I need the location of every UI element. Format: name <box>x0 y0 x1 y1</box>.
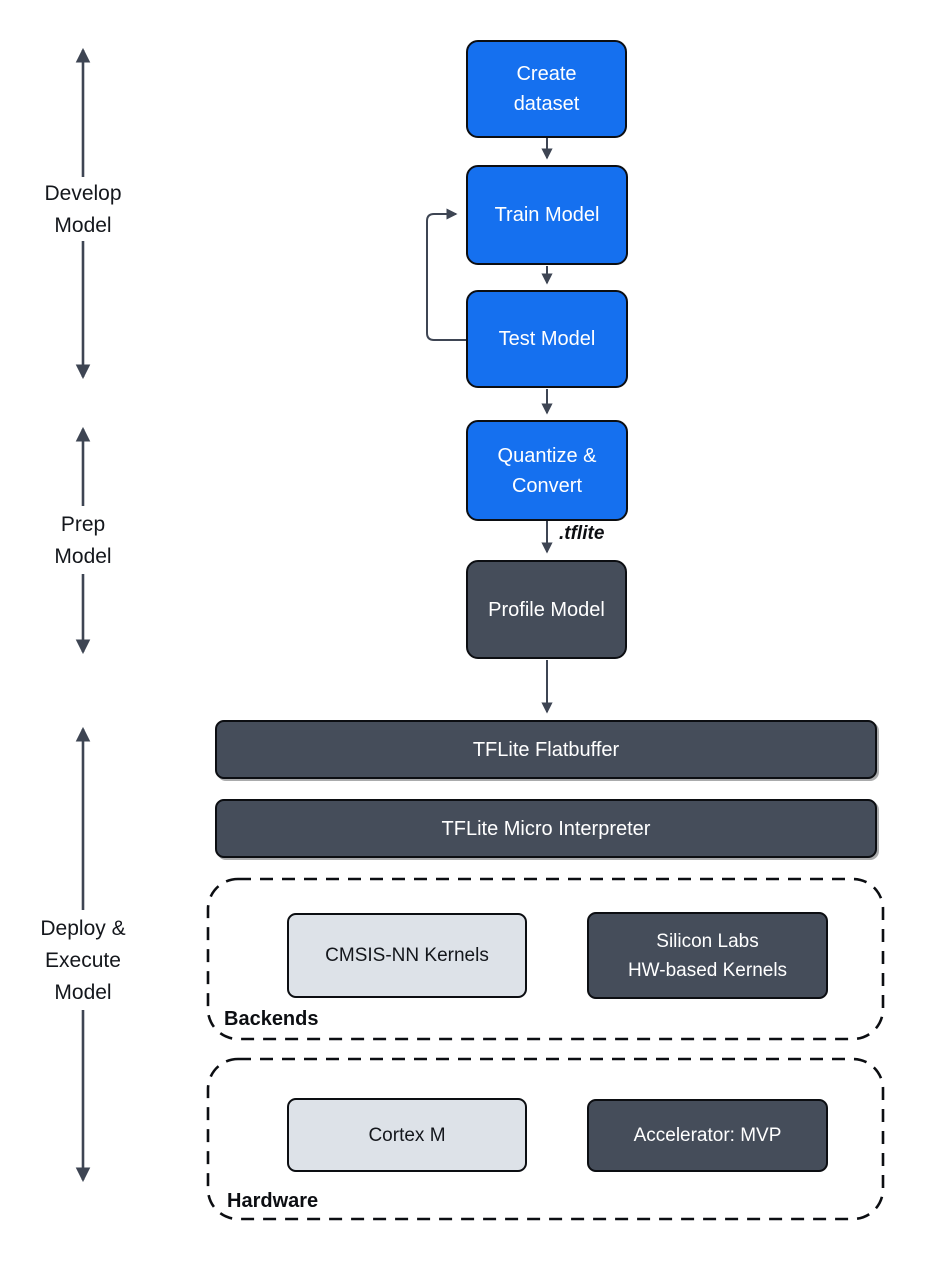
node-quantize-convert: Quantize & Convert <box>466 420 628 521</box>
feedback-loop-arrow <box>426 208 466 341</box>
flow-arrows <box>426 138 553 714</box>
hardware-group-title: Hardware <box>227 1190 319 1212</box>
backends-group-title: Backends <box>224 1008 319 1030</box>
layer-tflite-micro-interpreter: TFLite Micro Interpreter <box>215 799 877 858</box>
group-outlines <box>206 877 885 1221</box>
stage-label-deploy-execute-model: Deploy & Execute Model <box>40 917 126 1004</box>
node-test-model: Test Model <box>466 290 628 388</box>
backends-group-outline <box>206 877 885 1041</box>
hardware-cortex-m: Cortex M <box>287 1098 527 1172</box>
backend-silicon-labs-hw-kernels: Silicon Labs HW-based Kernels <box>587 912 828 999</box>
stage-label-prep-model: Prep Model <box>54 513 112 568</box>
tflite-file-annotation: .tflite <box>559 523 605 544</box>
hardware-group-outline <box>206 1057 885 1221</box>
hardware-accelerator-mvp: Accelerator: MVP <box>587 1099 828 1172</box>
layer-tflite-flatbuffer: TFLite Flatbuffer <box>215 720 877 779</box>
node-profile-model: Profile Model <box>466 560 627 659</box>
node-create-dataset: Create dataset <box>466 40 627 138</box>
stage-label-develop-model: Develop Model <box>44 182 122 237</box>
node-train-model: Train Model <box>466 165 628 265</box>
backend-cmsis-nn-kernels: CMSIS-NN Kernels <box>287 913 527 998</box>
